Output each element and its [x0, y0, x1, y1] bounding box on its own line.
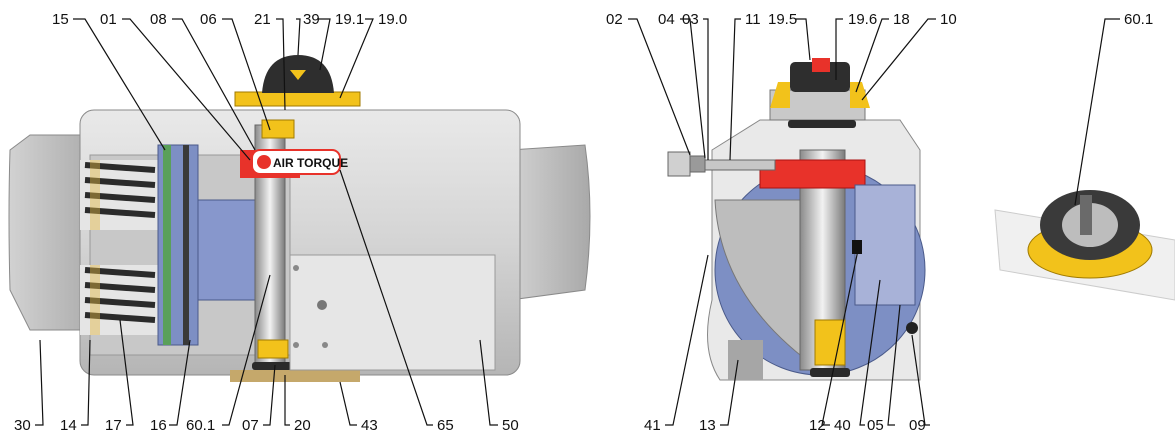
- bottom-oring: [252, 362, 292, 370]
- label-11: 11: [745, 11, 761, 28]
- label-18: 18: [893, 11, 910, 28]
- indicator-arrow: [290, 70, 306, 80]
- yellow-side-right: [850, 82, 870, 108]
- label-05: 05: [867, 417, 884, 434]
- label-43: 43: [361, 417, 378, 434]
- piston-seal-dark: [183, 145, 189, 345]
- bottom-bearing-yellow: [257, 339, 289, 359]
- label-19-1: 19.1: [335, 11, 364, 28]
- bottom-oring: [810, 368, 850, 377]
- side-block: [854, 184, 916, 306]
- label-03: 03: [682, 11, 699, 28]
- right-end-cap: [509, 144, 591, 301]
- label-30: 30: [14, 417, 31, 434]
- label-09: 09: [909, 417, 926, 434]
- piston-seal-green: [163, 145, 171, 345]
- indicator-detail-view: [994, 190, 1175, 301]
- plug-09: [906, 322, 918, 334]
- label-12: 12: [809, 417, 826, 434]
- label-10: 10: [940, 11, 957, 28]
- leader-lines: [35, 18, 1120, 426]
- rack-blue: [197, 199, 264, 301]
- label-50: 50: [502, 417, 519, 434]
- label-40: 40: [834, 417, 851, 434]
- label-19-6: 19.6: [848, 11, 877, 28]
- label-60-1-top: 60.1: [1124, 11, 1153, 28]
- label-39: 39: [303, 11, 320, 28]
- brand-label: AIR TORQUE: [273, 156, 348, 170]
- spring-stack-upper: [80, 160, 160, 230]
- bottom-bearing: [814, 319, 846, 366]
- square-stop: [852, 240, 862, 254]
- middle-section-view: [667, 58, 926, 381]
- part-labels: 15 01 08 06 21 39 19.1 19.0 02 04 03 11 …: [14, 11, 1153, 434]
- label-60-1: 60.1: [186, 417, 215, 434]
- label-19-0: 19.0: [378, 11, 407, 28]
- adjust-bolt: [667, 151, 776, 177]
- label-04: 04: [658, 11, 675, 28]
- label-01: 01: [100, 11, 117, 28]
- label-65: 65: [437, 417, 454, 434]
- label-16: 16: [150, 417, 167, 434]
- label-06: 06: [200, 11, 217, 28]
- label-21: 21: [254, 11, 271, 28]
- oring-top: [788, 120, 856, 128]
- top-bearing-yellow: [261, 119, 295, 139]
- label-02: 02: [606, 11, 623, 28]
- label-19-5: 19.5: [768, 11, 797, 28]
- left-actuator-view: AIR TORQUE: [8, 55, 591, 382]
- label-17: 17: [105, 417, 122, 434]
- brand-badge: [251, 149, 341, 175]
- label-20: 20: [294, 417, 311, 434]
- top-cap-dark: [790, 62, 850, 92]
- top-cap-red: [812, 58, 830, 72]
- bottom-pad: [728, 340, 763, 380]
- yellow-side: [770, 82, 790, 108]
- label-07: 07: [242, 417, 259, 434]
- label-14: 14: [60, 417, 77, 434]
- base-plate: [230, 370, 360, 382]
- label-15: 15: [52, 11, 69, 28]
- label-13: 13: [699, 417, 716, 434]
- red-collar: [759, 159, 866, 189]
- front-block: [289, 254, 496, 371]
- label-41: 41: [644, 417, 661, 434]
- label-08: 08: [150, 11, 167, 28]
